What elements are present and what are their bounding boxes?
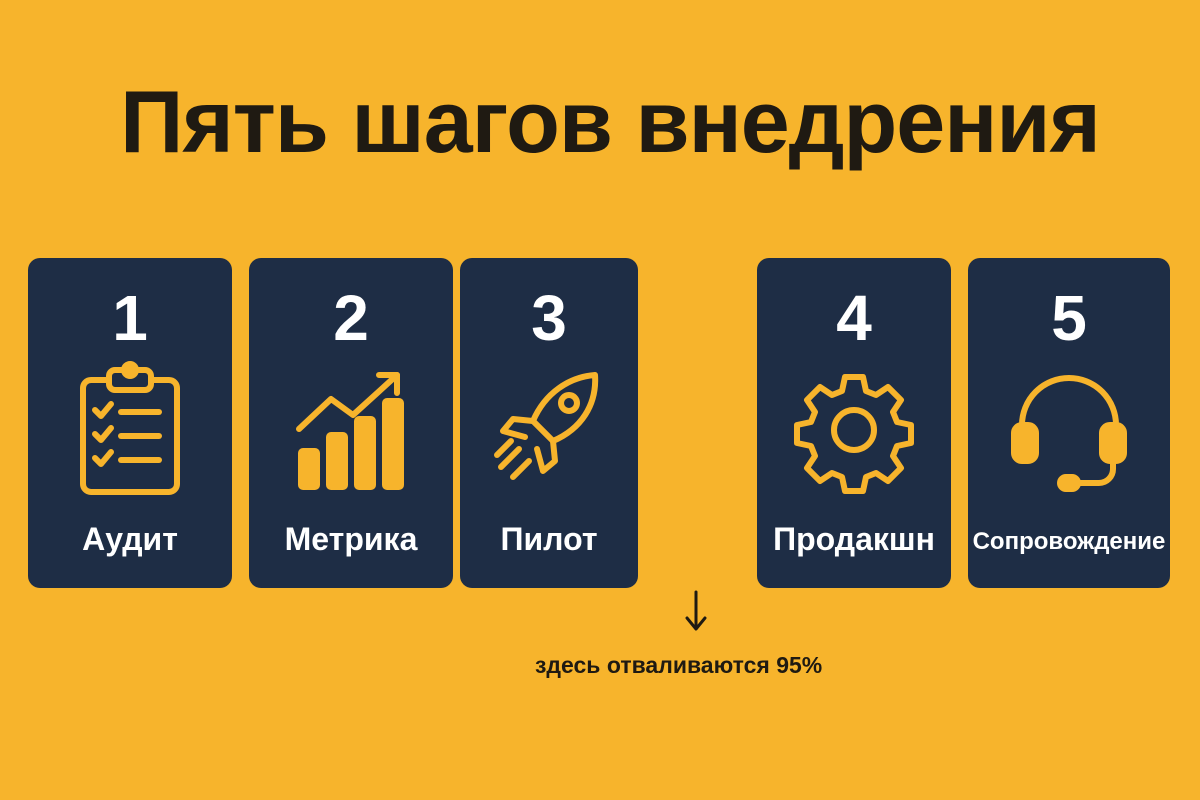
growth-chart-icon	[249, 360, 453, 500]
page-title: Пять шагов внедрения	[120, 72, 1101, 171]
step-number: 2	[333, 282, 369, 354]
step-number: 3	[531, 282, 567, 354]
step-card-support: 5 Сопровождение	[968, 258, 1170, 588]
step-card-audit: 1 Аудит	[28, 258, 232, 588]
step-number: 4	[836, 282, 872, 354]
step-card-pilot: 3 Пилот	[460, 258, 638, 588]
step-label: Аудит	[82, 521, 178, 557]
step-label: Продакшн	[773, 521, 935, 557]
step-number: 1	[112, 282, 148, 354]
step-label: Метрика	[284, 521, 418, 557]
step-label: Пилот	[500, 521, 598, 557]
arrow-down-icon	[685, 590, 707, 631]
step-number: 5	[1051, 282, 1087, 354]
rocket-icon	[460, 360, 638, 500]
gear-icon	[757, 360, 951, 500]
step-label: Сопровождение	[972, 528, 1166, 555]
step-card-production: 4 Продакшн	[757, 258, 951, 588]
dropoff-note: здесь отваливаются 95%	[535, 652, 823, 678]
step-card-metrics: 2 Метрика	[249, 258, 453, 588]
headset-icon	[968, 360, 1170, 500]
clipboard-checklist-icon	[28, 360, 232, 500]
